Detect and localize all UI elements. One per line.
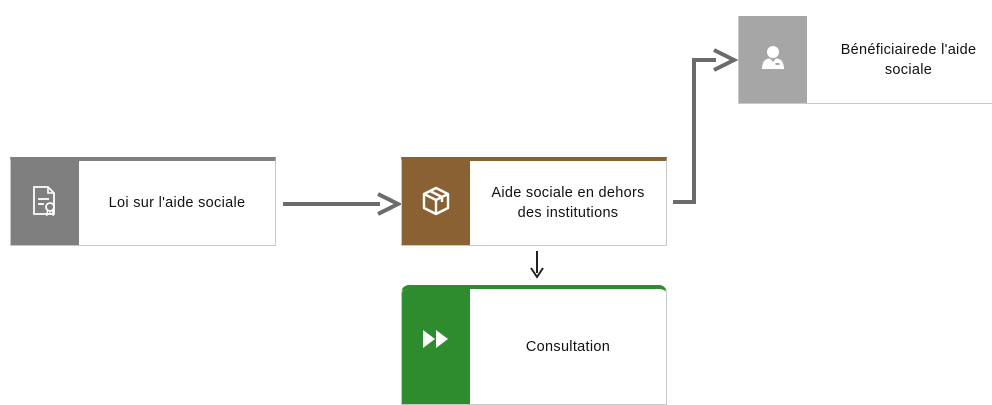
node-consultation[interactable]: Consultation	[401, 285, 667, 405]
node-beneficiaire[interactable]: Bénéficiairede l'aide sociale	[738, 16, 992, 104]
node-label: Bénéficiairede l'aide sociale	[840, 42, 977, 78]
connector-aide-to-benef	[673, 48, 739, 204]
node-label: Aide sociale en dehors des institutions	[491, 185, 645, 221]
person-icon	[760, 44, 786, 75]
fast-forward-icon	[421, 329, 451, 354]
node-loi-aide-sociale[interactable]: Loi sur l'aide sociale	[10, 157, 276, 246]
package-box-icon	[420, 185, 452, 222]
document-certificate-icon	[32, 185, 58, 221]
node-label: Loi sur l'aide sociale	[108, 195, 246, 211]
node-label: Consultation	[525, 339, 611, 355]
connector-aide-to-consult	[530, 251, 544, 279]
process-block	[402, 289, 470, 404]
node-aide-sociale-hors-institutions[interactable]: Aide sociale en dehors des institutions	[401, 157, 667, 246]
container-block	[402, 161, 470, 245]
document-block	[11, 161, 79, 245]
role-block	[739, 16, 807, 103]
connector-loi-to-aide	[283, 192, 403, 216]
